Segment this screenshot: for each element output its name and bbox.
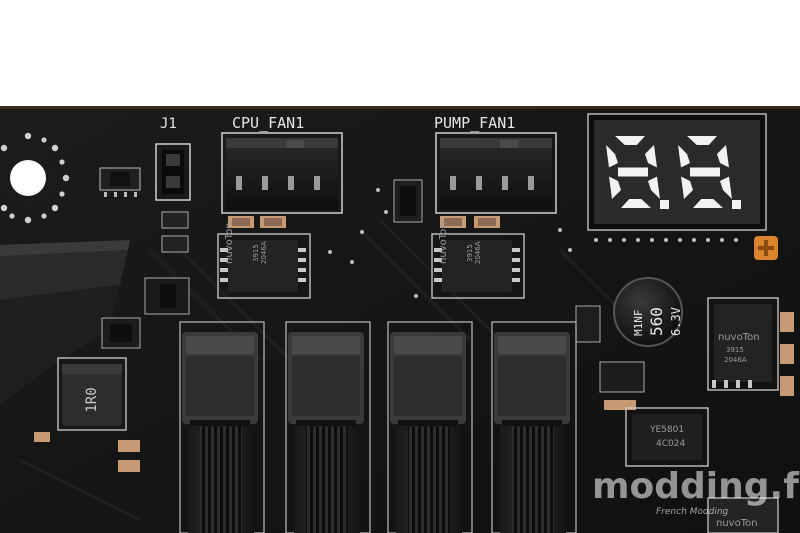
vrm-heatsink bbox=[0, 240, 130, 405]
inductor: 1R0 bbox=[57, 357, 127, 431]
mounting-hole bbox=[0, 132, 70, 224]
digit0-seg-e bbox=[609, 176, 621, 199]
pump-fan-header[interactable] bbox=[435, 132, 557, 214]
digit1-decimal-point bbox=[732, 200, 741, 209]
pcie-x1-slots bbox=[179, 321, 577, 533]
cap-line1: M1NF bbox=[632, 310, 645, 337]
pcie-slot-4[interactable] bbox=[491, 321, 577, 533]
digit1-seg-d bbox=[693, 199, 723, 208]
pcie-slot-2[interactable] bbox=[285, 321, 371, 533]
digit0-decimal-point bbox=[660, 200, 669, 209]
digit1-seg-g bbox=[690, 167, 720, 177]
watermark: modding.fr French Modding bbox=[592, 466, 800, 517]
bottom-chip: nuvoTon bbox=[707, 497, 779, 533]
cpu-fan-header[interactable] bbox=[221, 132, 343, 214]
digit0-seg-d bbox=[621, 199, 651, 208]
right-controller-chip: nuvoTon 3915 2046A bbox=[707, 297, 779, 391]
cpu-fan-controller-chip: nuvoTon 3915 2046A bbox=[217, 222, 311, 299]
digit0-seg-g bbox=[618, 167, 648, 177]
mosfet-line2: 4C024 bbox=[656, 439, 685, 449]
watermark-brand: modding.fr bbox=[592, 466, 800, 507]
chip2-line1: 3915 bbox=[466, 244, 474, 262]
pcie-slot-3[interactable] bbox=[387, 321, 473, 533]
chip3-line1: 3915 bbox=[726, 346, 744, 354]
digit1-seg-a bbox=[687, 136, 717, 145]
chip1-line1: 3915 bbox=[252, 244, 260, 262]
right-smd-parts bbox=[575, 305, 794, 410]
cpu-fan-label: CPU_FAN1 bbox=[232, 114, 304, 132]
debug-led-display bbox=[587, 113, 767, 231]
pump-fan-capacitors bbox=[440, 216, 500, 228]
chip1-line2: 2046A bbox=[260, 241, 268, 264]
inductor-label: 1R0 bbox=[84, 387, 100, 412]
digit0-seg-b bbox=[645, 145, 657, 168]
pcb-top-edge bbox=[0, 106, 800, 109]
digit1-seg-b bbox=[717, 145, 729, 168]
chip4-brand: nuvoTon bbox=[716, 518, 758, 529]
digit0-seg-f bbox=[606, 145, 618, 168]
chip3-line2: 2046A bbox=[724, 356, 747, 364]
digit0-seg-c bbox=[648, 176, 660, 199]
digit1-seg-c bbox=[720, 176, 732, 199]
mosfet-line1: YE5801 bbox=[649, 425, 684, 435]
pump-fan-controller-chip: nuvoTon 3915 2046A bbox=[431, 222, 525, 299]
chip2-line2: 2046A bbox=[474, 241, 482, 264]
j1-header[interactable] bbox=[155, 143, 191, 201]
digit1-seg-e bbox=[681, 176, 693, 199]
electrolytic-capacitor: M1NF 560 6.3V bbox=[613, 277, 683, 347]
cap-line3: 6.3V bbox=[669, 307, 683, 336]
smd-row-display bbox=[594, 238, 738, 242]
j1-label: J1 bbox=[160, 116, 177, 132]
digit1-seg-f bbox=[678, 145, 690, 168]
smd-components-middle bbox=[328, 179, 572, 298]
chip1-brand: nuvoTon bbox=[224, 222, 235, 264]
watermark-tagline: French Modding bbox=[656, 507, 729, 517]
debug-led-value: 88 bbox=[0, 0, 2, 1]
cpu-fan-capacitors bbox=[228, 216, 286, 228]
chip3-brand: nuvoTon bbox=[718, 332, 760, 343]
debug-led-digits bbox=[606, 136, 741, 209]
pump-fan-label: PUMP_FAN1 bbox=[434, 114, 515, 132]
pcie-slot-1[interactable] bbox=[179, 321, 265, 533]
orange-test-pad bbox=[754, 236, 778, 260]
smd-components-left bbox=[99, 167, 190, 349]
cap-line2: 560 bbox=[647, 307, 666, 336]
chip2-brand: nuvoTon bbox=[438, 222, 449, 264]
mosfet-chip: YE5801 4C024 bbox=[625, 407, 709, 467]
smd-left-bottom bbox=[34, 432, 140, 472]
digit0-seg-a bbox=[615, 136, 645, 145]
